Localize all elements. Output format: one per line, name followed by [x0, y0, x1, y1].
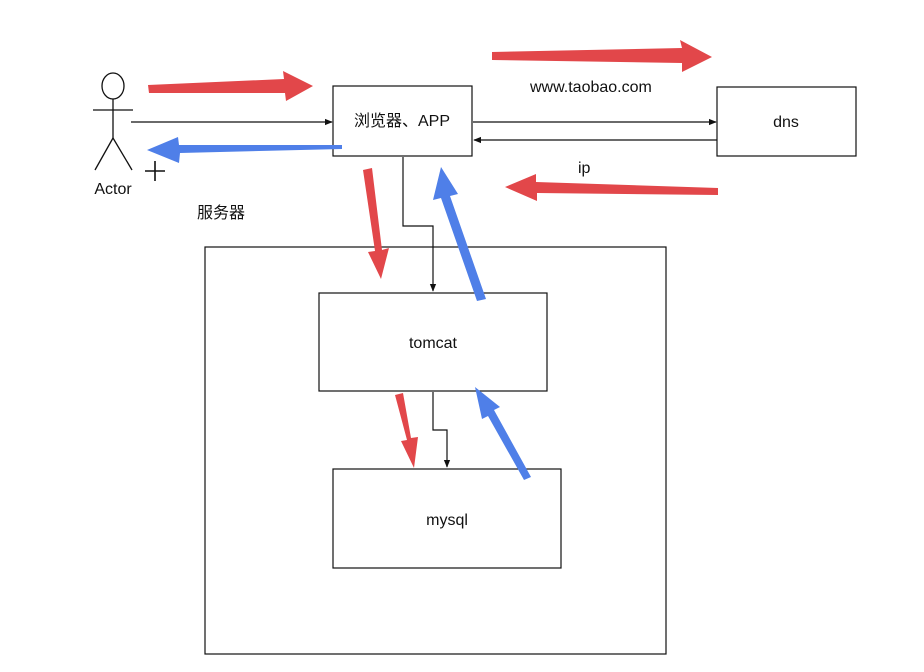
- request-arrow-tomcat-to-mysql: [395, 393, 418, 468]
- mysql-node-label: mysql: [426, 512, 468, 529]
- actor-icon: [93, 72, 133, 171]
- actor-label: Actor: [94, 181, 132, 198]
- request-arrow-to-dns: [492, 40, 712, 72]
- request-arrow-client-to-tomcat: [363, 168, 389, 279]
- tomcat-to-mysql-connector: [432, 392, 451, 468]
- client-node: [332, 85, 473, 157]
- client-node-label: 浏览器、APP: [354, 112, 450, 130]
- response-arrow-tomcat-to-client: [433, 167, 486, 301]
- server-group-label: 服务器: [197, 204, 245, 222]
- response-arrow-mysql-to-tomcat: [475, 387, 531, 480]
- client-to-tomcat-connector: [402, 157, 437, 292]
- mysql-node: [332, 468, 562, 569]
- tomcat-node-label: tomcat: [409, 335, 458, 352]
- server-group: [204, 246, 667, 655]
- dns-node-label: dns: [773, 114, 799, 131]
- request-arrows: [148, 40, 718, 468]
- dns-node: [716, 86, 857, 157]
- request-arrow-actor-to-client: [148, 71, 313, 101]
- domain-annotation: www.taobao.com: [529, 79, 652, 96]
- response-arrows: [147, 137, 531, 480]
- plus-icon: [145, 161, 165, 181]
- ip-annotation: ip: [578, 160, 591, 177]
- tomcat-node: [318, 292, 548, 392]
- connectors: [131, 118, 717, 468]
- request-arrow-dns-ip-response: [505, 174, 718, 201]
- response-arrow-client-to-actor: [147, 137, 342, 163]
